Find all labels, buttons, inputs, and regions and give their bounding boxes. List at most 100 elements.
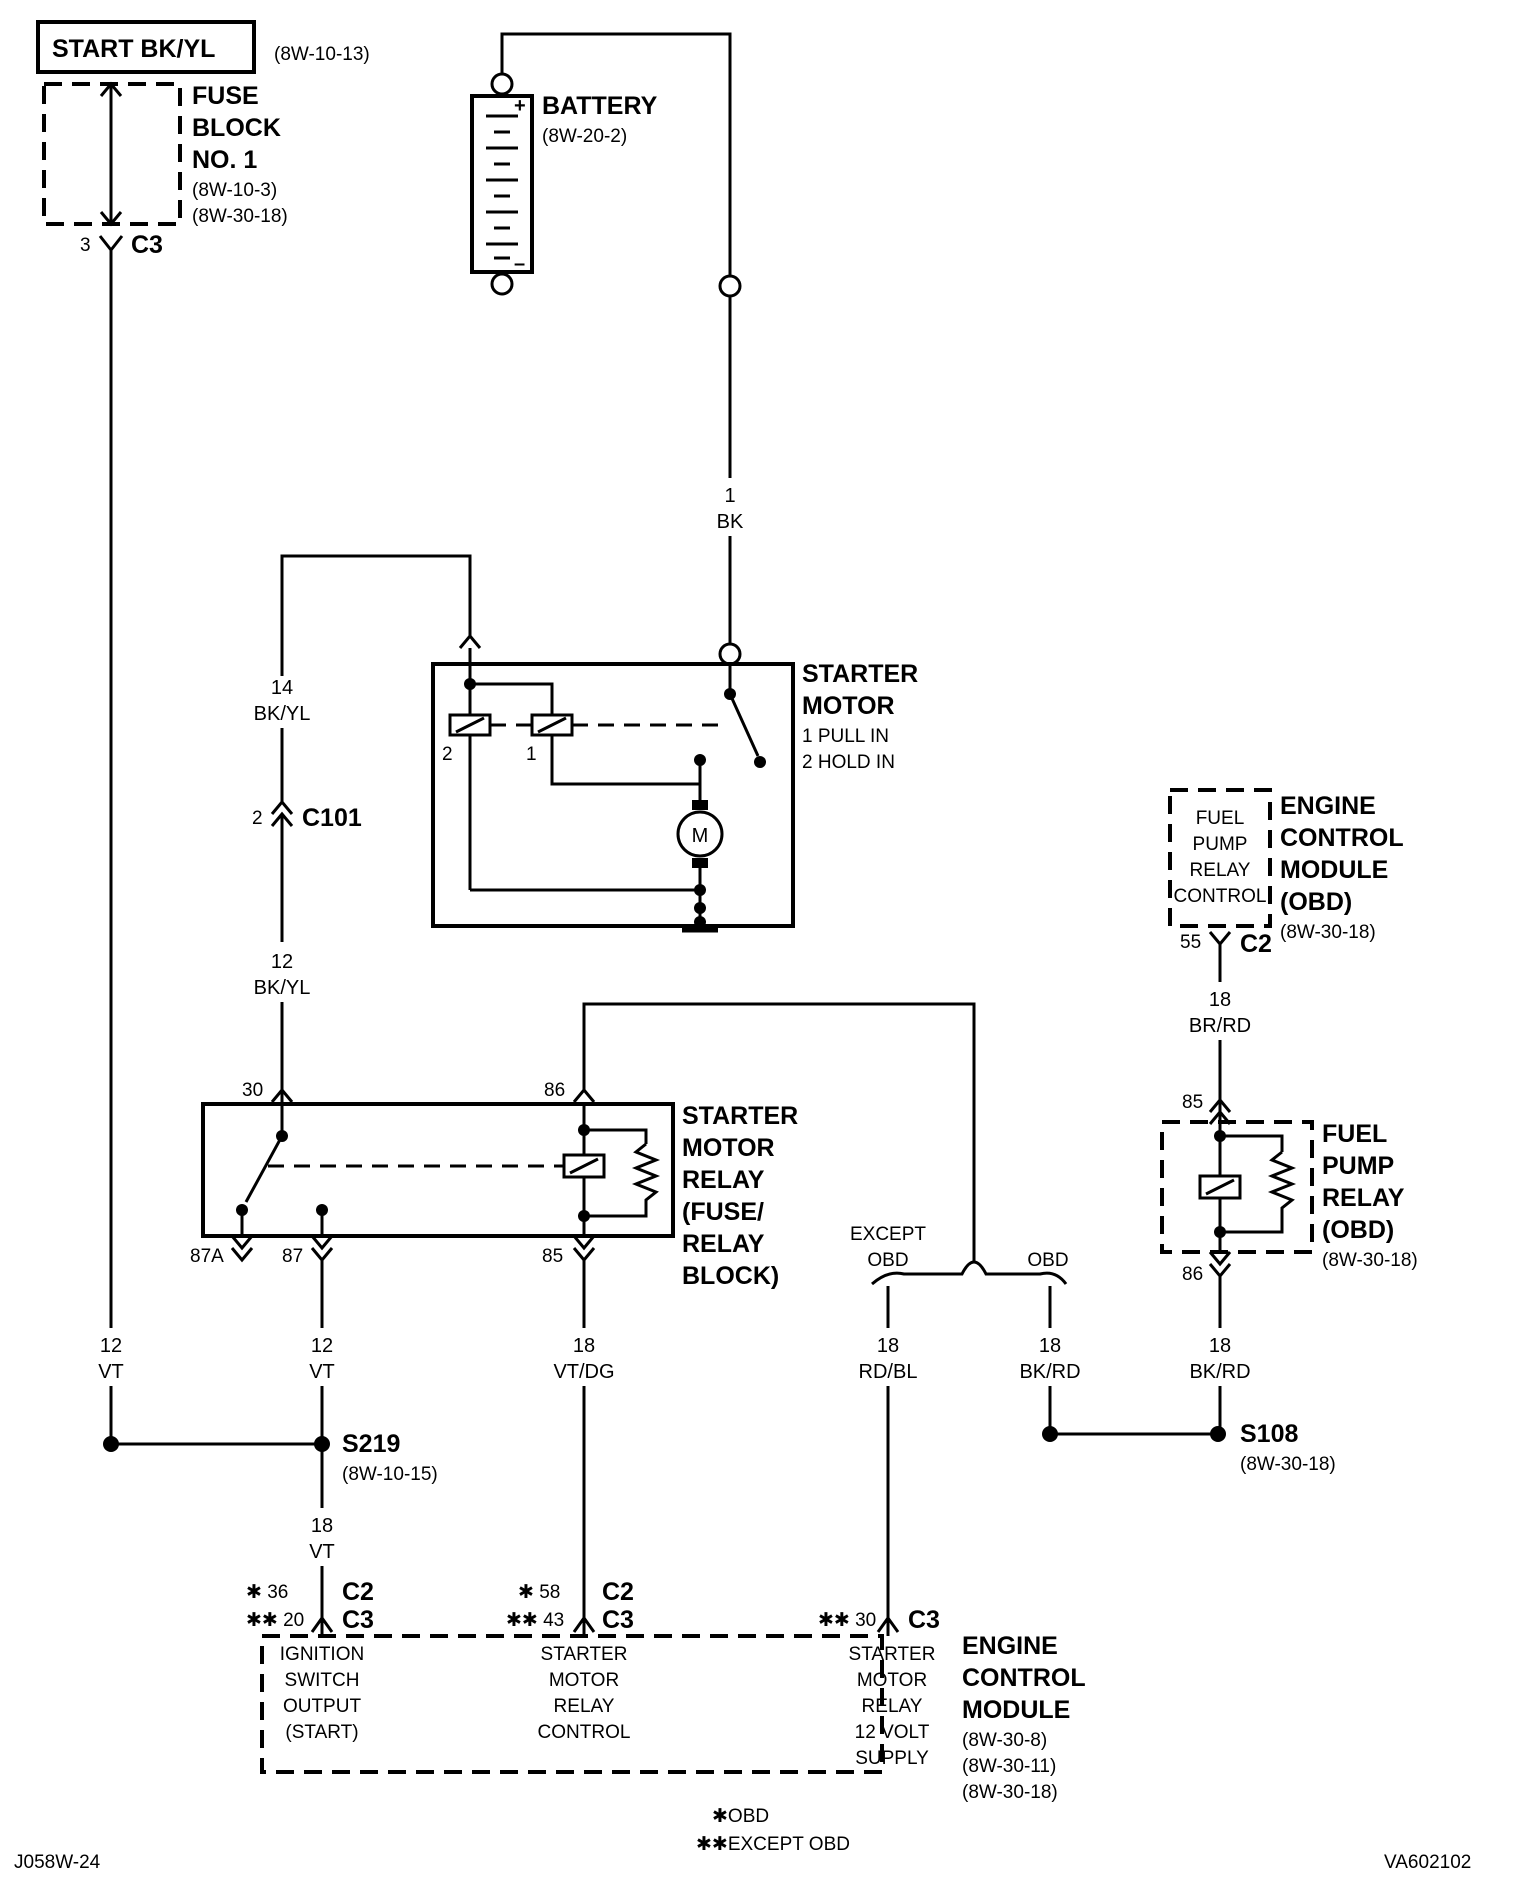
relay-87-arrow bbox=[310, 1235, 334, 1251]
ecm-top-box-3: RELAY bbox=[1190, 860, 1251, 881]
ecm-pin-b2: ✱✱ 43 bbox=[506, 1610, 564, 1631]
battery-minus: – bbox=[514, 253, 525, 275]
s108-splice bbox=[1210, 1426, 1226, 1442]
start-feed-wire bbox=[280, 554, 472, 676]
s219-vt-gauge: 18 bbox=[311, 1515, 333, 1537]
ecm-top-title-3: MODULE bbox=[1280, 856, 1388, 884]
ecm-top-box-4: CONTROL bbox=[1174, 886, 1267, 907]
ecm-conn-b1: C2 bbox=[602, 1578, 634, 1606]
bkrd-a-gauge: 18 bbox=[1039, 1335, 1061, 1357]
pull-in-pin: 1 bbox=[526, 744, 537, 765]
starter-title-2: MOTOR bbox=[802, 692, 895, 720]
fuse-block-title-1: FUSE bbox=[192, 82, 259, 110]
footer-right-code: VA602102 bbox=[1384, 1852, 1471, 1873]
relay-title-4: (FUSE/ bbox=[682, 1198, 764, 1226]
battery-positive-wire bbox=[500, 32, 732, 276]
battery-body bbox=[470, 94, 534, 274]
relay-pin30: 30 bbox=[242, 1080, 263, 1101]
starter-title-1: STARTER bbox=[802, 660, 918, 688]
obd-splice-dot bbox=[1042, 1426, 1058, 1442]
vtdg-gauge: 18 bbox=[573, 1335, 595, 1357]
ecm-c2-pin: 55 bbox=[1180, 932, 1201, 953]
motor-node-3 bbox=[694, 916, 706, 928]
starter-battery-terminal bbox=[718, 642, 742, 666]
ecm-bottom-title-1: ENGINE bbox=[962, 1632, 1058, 1660]
starter-solenoid-connector bbox=[458, 633, 482, 649]
except-obd-label-2: OBD bbox=[867, 1250, 908, 1271]
ecm-top-box-1: FUEL bbox=[1196, 808, 1245, 829]
fuse-block-ref-1: (8W-10-3) bbox=[192, 180, 277, 201]
ecm-top-title-4: (OBD) bbox=[1280, 888, 1352, 916]
ecm-ign-3: OUTPUT bbox=[283, 1696, 362, 1717]
ecm-src-3: RELAY bbox=[554, 1696, 615, 1717]
motor-brush-top bbox=[692, 800, 708, 810]
ecm-top-box bbox=[1168, 788, 1272, 928]
battery-label: BATTERY bbox=[542, 92, 658, 120]
pull-in-coil-mark bbox=[537, 716, 567, 734]
ecm-bottom-ref-2: (8W-30-11) bbox=[962, 1756, 1056, 1777]
hold-in-pin: 2 bbox=[442, 744, 453, 765]
bkrd-b-gauge: 18 bbox=[1209, 1335, 1231, 1357]
battery-plus: + bbox=[514, 95, 526, 117]
start-ref: (8W-10-13) bbox=[274, 44, 370, 65]
start12-gauge: 12 bbox=[271, 951, 293, 973]
ecm-sup-3: RELAY bbox=[862, 1696, 923, 1717]
fuel-resistor-top bbox=[1220, 1134, 1284, 1152]
ecm-top-ref: (8W-30-18) bbox=[1280, 922, 1376, 943]
start14-gauge: 14 bbox=[271, 677, 293, 699]
start-label: START BK/YL bbox=[52, 35, 215, 63]
fuel-relay-title-1: FUEL bbox=[1322, 1120, 1387, 1148]
c101-connector-top bbox=[270, 799, 294, 815]
ecm-src-4: CONTROL bbox=[538, 1722, 631, 1743]
relay-switch-blade bbox=[244, 1135, 284, 1203]
starter-note-1: 1 PULL IN bbox=[802, 726, 889, 747]
fuel-coil-mark bbox=[1205, 1178, 1235, 1196]
fuse-arrow-bottom bbox=[99, 211, 123, 227]
battery-negative-terminal bbox=[490, 272, 514, 296]
starter-contact-2 bbox=[754, 756, 766, 768]
ecm-ign-1: IGNITION bbox=[280, 1644, 364, 1665]
starter-motor-box bbox=[431, 662, 795, 928]
relay-title-3: RELAY bbox=[682, 1166, 765, 1194]
ecm-conn-a2: C3 bbox=[342, 1606, 374, 1634]
starter-relay-box bbox=[201, 1102, 675, 1238]
start-label-box bbox=[36, 20, 256, 74]
hold-in-coil-mark bbox=[455, 716, 485, 734]
footer-left-code: J058W-24 bbox=[14, 1852, 101, 1873]
relay-87a-arrow bbox=[230, 1235, 254, 1251]
ecm-sup-1: STARTER bbox=[849, 1644, 936, 1665]
fuse-block-ref-2: (8W-30-18) bbox=[192, 206, 288, 227]
legend-obd: ✱OBD bbox=[712, 1806, 769, 1827]
fuel-relay-title-2: PUMP bbox=[1322, 1152, 1394, 1180]
relay-pin86-connector bbox=[572, 1087, 596, 1103]
relay-pin85: 85 bbox=[542, 1246, 563, 1267]
battery-cells bbox=[486, 114, 518, 260]
mid-vt-color: VT bbox=[309, 1361, 335, 1383]
battery-cable-color: BK bbox=[717, 511, 744, 533]
relay-resistor bbox=[584, 1142, 661, 1218]
ecm-pin-a2: ✱✱ 20 bbox=[246, 1610, 304, 1631]
s108-label: S108 bbox=[1240, 1420, 1298, 1448]
battery-cable-gauge: 1 bbox=[724, 485, 735, 507]
fuel-relay-title-3: RELAY bbox=[1322, 1184, 1405, 1212]
ecm-c2-label: C2 bbox=[1240, 930, 1272, 958]
motor-node-1 bbox=[694, 884, 706, 896]
relay-86-feed-wire bbox=[582, 1002, 976, 1262]
battery-positive-terminal bbox=[490, 72, 514, 96]
starter-switch-blade bbox=[728, 693, 760, 757]
ecm-bottom-title-2: CONTROL bbox=[962, 1664, 1086, 1692]
obd-branch-wire bbox=[871, 1260, 1068, 1286]
ecm-sup-2: MOTOR bbox=[857, 1670, 927, 1691]
fuel-relay-86-arrow bbox=[1208, 1251, 1232, 1267]
motor-node-top bbox=[694, 754, 706, 766]
rdbl-gauge: 18 bbox=[877, 1335, 899, 1357]
start12-color: BK/YL bbox=[254, 977, 311, 999]
except-obd-label-1: EXCEPT bbox=[850, 1224, 926, 1245]
relay-85-arrow bbox=[572, 1235, 596, 1251]
start14-color: BK/YL bbox=[254, 703, 311, 725]
relay-coil-mark bbox=[569, 1157, 599, 1175]
motor-node-2 bbox=[694, 902, 706, 914]
ecm-bottom-ref-3: (8W-30-18) bbox=[962, 1782, 1058, 1803]
fuel-relay-resistor bbox=[1220, 1150, 1297, 1234]
